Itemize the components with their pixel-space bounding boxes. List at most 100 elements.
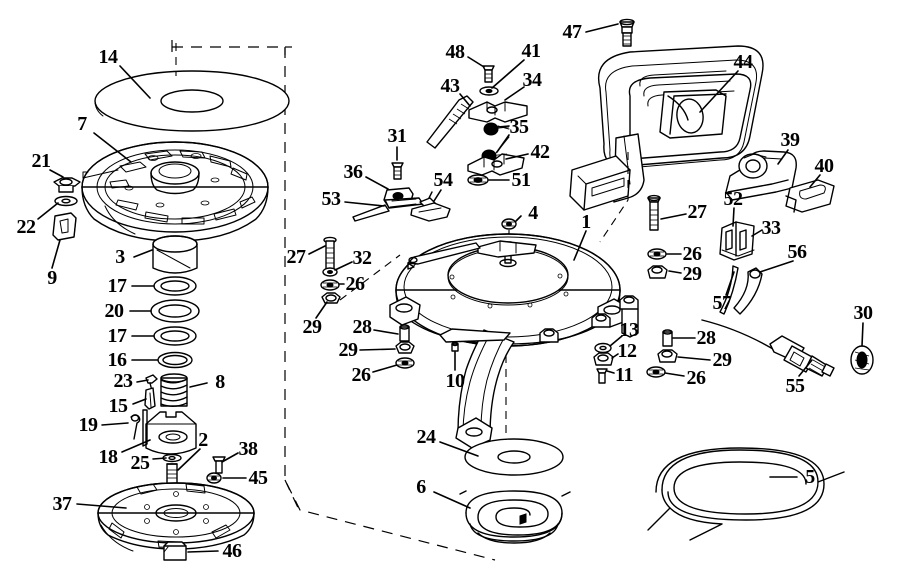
part-26-washer-d xyxy=(646,366,666,378)
centerline-27-left xyxy=(339,254,401,301)
callout-pulley-cover-disc: 14 xyxy=(98,46,119,68)
part-10-pin xyxy=(451,341,459,352)
callout-nut: 21 xyxy=(31,150,52,172)
part-47-bolt xyxy=(619,18,635,47)
part-35-bushing-a xyxy=(483,122,510,136)
callout-screw-top: 4 xyxy=(528,202,538,224)
callout-starter-handle: 44 xyxy=(733,51,754,73)
centerline-44 xyxy=(599,152,629,243)
callout-pawl-pin: 23 xyxy=(113,370,134,392)
callout-nut-lock-b: 29 xyxy=(338,339,359,361)
part-7-flywheel xyxy=(81,141,269,242)
callout-screw: 2 xyxy=(198,429,208,451)
callout-retainer-nut: 30 xyxy=(853,302,874,324)
part-29-nut-b xyxy=(395,341,415,354)
part-21-nut xyxy=(53,177,81,193)
part-51-washer xyxy=(467,174,489,186)
part-46-nutcap xyxy=(163,541,187,561)
part-27-bolt-left xyxy=(323,236,337,270)
callout-washer-wave: 51 xyxy=(511,169,532,191)
part-42-lever xyxy=(467,153,525,176)
callout-spring-cover-disc: 24 xyxy=(416,426,437,448)
callout-bushing: 35 xyxy=(509,116,530,138)
callout-spacer-tube: 28 xyxy=(352,316,373,338)
callout-rod-lockout: 53 xyxy=(321,188,342,210)
callout-lever-lower: 42 xyxy=(530,141,551,163)
callout-nut-lock: 29 xyxy=(302,316,323,338)
part-56-tie xyxy=(733,267,763,315)
callout-flywheel: 7 xyxy=(77,113,87,135)
callout-washer-lower: 17 xyxy=(107,325,128,347)
part-54-arm xyxy=(410,191,451,222)
callout-latch-pad: 40 xyxy=(814,155,835,177)
callout-bolt-handle: 47 xyxy=(562,21,583,43)
part-29-nut-d xyxy=(657,349,678,363)
part-16-ring xyxy=(157,351,193,369)
part-43-rod xyxy=(426,95,474,149)
callout-bolt-long-b: 27 xyxy=(687,201,708,223)
part-1-housing xyxy=(389,233,639,449)
callout-grommet: 33 xyxy=(761,217,782,239)
part-38-bolt xyxy=(212,456,226,474)
part-29-nut-c xyxy=(647,265,668,279)
part-32-sleeve xyxy=(322,267,338,277)
part-12-nut xyxy=(593,352,614,366)
part-26-washer-c xyxy=(647,248,667,260)
callout-washer-flat-d: 26 xyxy=(686,367,707,389)
callout-lever-upper: 34 xyxy=(522,69,543,91)
part-9-anode xyxy=(52,212,77,241)
part-44-handle xyxy=(569,45,764,211)
callout-nut-cap: 46 xyxy=(222,540,243,562)
part-41-washer xyxy=(479,86,499,96)
part-27-bolt-right xyxy=(647,194,661,231)
boundary-top-left xyxy=(172,46,286,55)
callout-pawl: 15 xyxy=(108,395,129,417)
part-20-bearing xyxy=(150,299,200,323)
callout-spool-hub: 3 xyxy=(115,246,125,268)
callout-lock-washer: 45 xyxy=(248,467,269,489)
callout-washer-flat: 41 xyxy=(521,40,542,62)
callout-washer: 22 xyxy=(16,216,37,238)
part-19-clip xyxy=(130,414,141,440)
callout-nut-12: 12 xyxy=(617,340,638,362)
callout-washer-flat-c: 26 xyxy=(682,243,703,265)
callout-sleeve: 32 xyxy=(352,247,373,269)
callout-starter-rope: 5 xyxy=(805,466,815,488)
part-17-washer-a xyxy=(153,276,197,296)
part-52-clamp xyxy=(719,221,755,261)
part-8-spring xyxy=(160,373,188,407)
part-48-screw xyxy=(482,65,495,83)
part-28-spacer-a xyxy=(399,324,410,342)
boundary-left-vertical xyxy=(284,47,496,561)
callout-screw-small: 48 xyxy=(445,41,466,63)
part-5-rope xyxy=(647,447,845,541)
part-24-disc xyxy=(464,438,564,476)
callout-screw-11: 11 xyxy=(615,364,633,386)
part-6-recoil-spring xyxy=(459,490,571,544)
callout-washer-flat-b: 26 xyxy=(351,364,372,386)
part-13-washer xyxy=(594,342,612,354)
callout-nut-lock-d: 29 xyxy=(712,349,733,371)
callout-spacer-ring: 16 xyxy=(107,349,128,371)
leader-lines xyxy=(37,23,864,553)
part-15-pawl xyxy=(144,387,156,410)
part-55-cable xyxy=(701,319,835,377)
callout-clip-plate: 36 xyxy=(343,161,364,183)
callout-bolt: 38 xyxy=(238,438,259,460)
callout-anode-bracket: 9 xyxy=(47,267,57,289)
leader-21-to-flywheel xyxy=(82,169,119,179)
callout-housing-pin: 10 xyxy=(445,370,466,392)
part-18-carrier xyxy=(142,409,197,455)
part-4-screw xyxy=(501,218,517,230)
part-30-retainer xyxy=(850,345,874,375)
callout-washer-small: 25 xyxy=(130,452,151,474)
callout-pawl-carrier: 18 xyxy=(98,446,119,468)
part-26-washer-b xyxy=(395,357,415,369)
callout-starter-cup: 37 xyxy=(52,493,73,515)
callout-nut-lock-c: 29 xyxy=(682,263,703,285)
callout-recoil-spring: 6 xyxy=(416,476,426,498)
callout-cable-tie: 56 xyxy=(787,241,808,263)
part-26-washer-a xyxy=(320,279,340,291)
